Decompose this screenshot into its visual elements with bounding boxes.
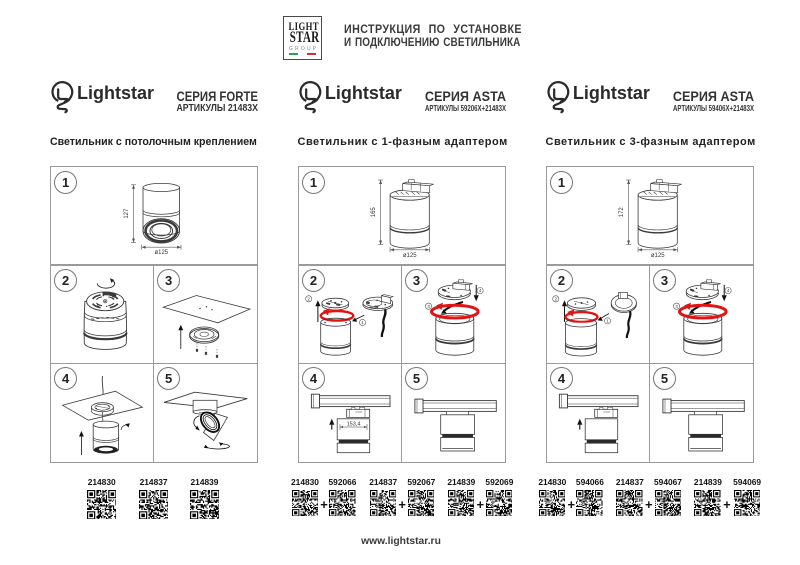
svg-text:ø125: ø125 [650, 253, 664, 259]
svg-text:1: 1 [606, 318, 609, 323]
svg-text:4: 4 [478, 288, 481, 293]
svg-text:2: 2 [307, 296, 310, 301]
svg-text:3: 3 [427, 303, 430, 308]
svg-text:ø125: ø125 [402, 253, 416, 259]
svg-text:172: 172 [618, 207, 624, 218]
svg-text:2: 2 [554, 296, 557, 301]
svg-text:3: 3 [675, 303, 678, 308]
svg-text:4: 4 [726, 288, 729, 293]
svg-text:165: 165 [370, 207, 376, 218]
svg-text:1: 1 [361, 320, 364, 325]
svg-text:127: 127 [123, 208, 129, 219]
svg-text:ø125: ø125 [154, 250, 168, 256]
svg-text:153,4: 153,4 [346, 421, 360, 427]
